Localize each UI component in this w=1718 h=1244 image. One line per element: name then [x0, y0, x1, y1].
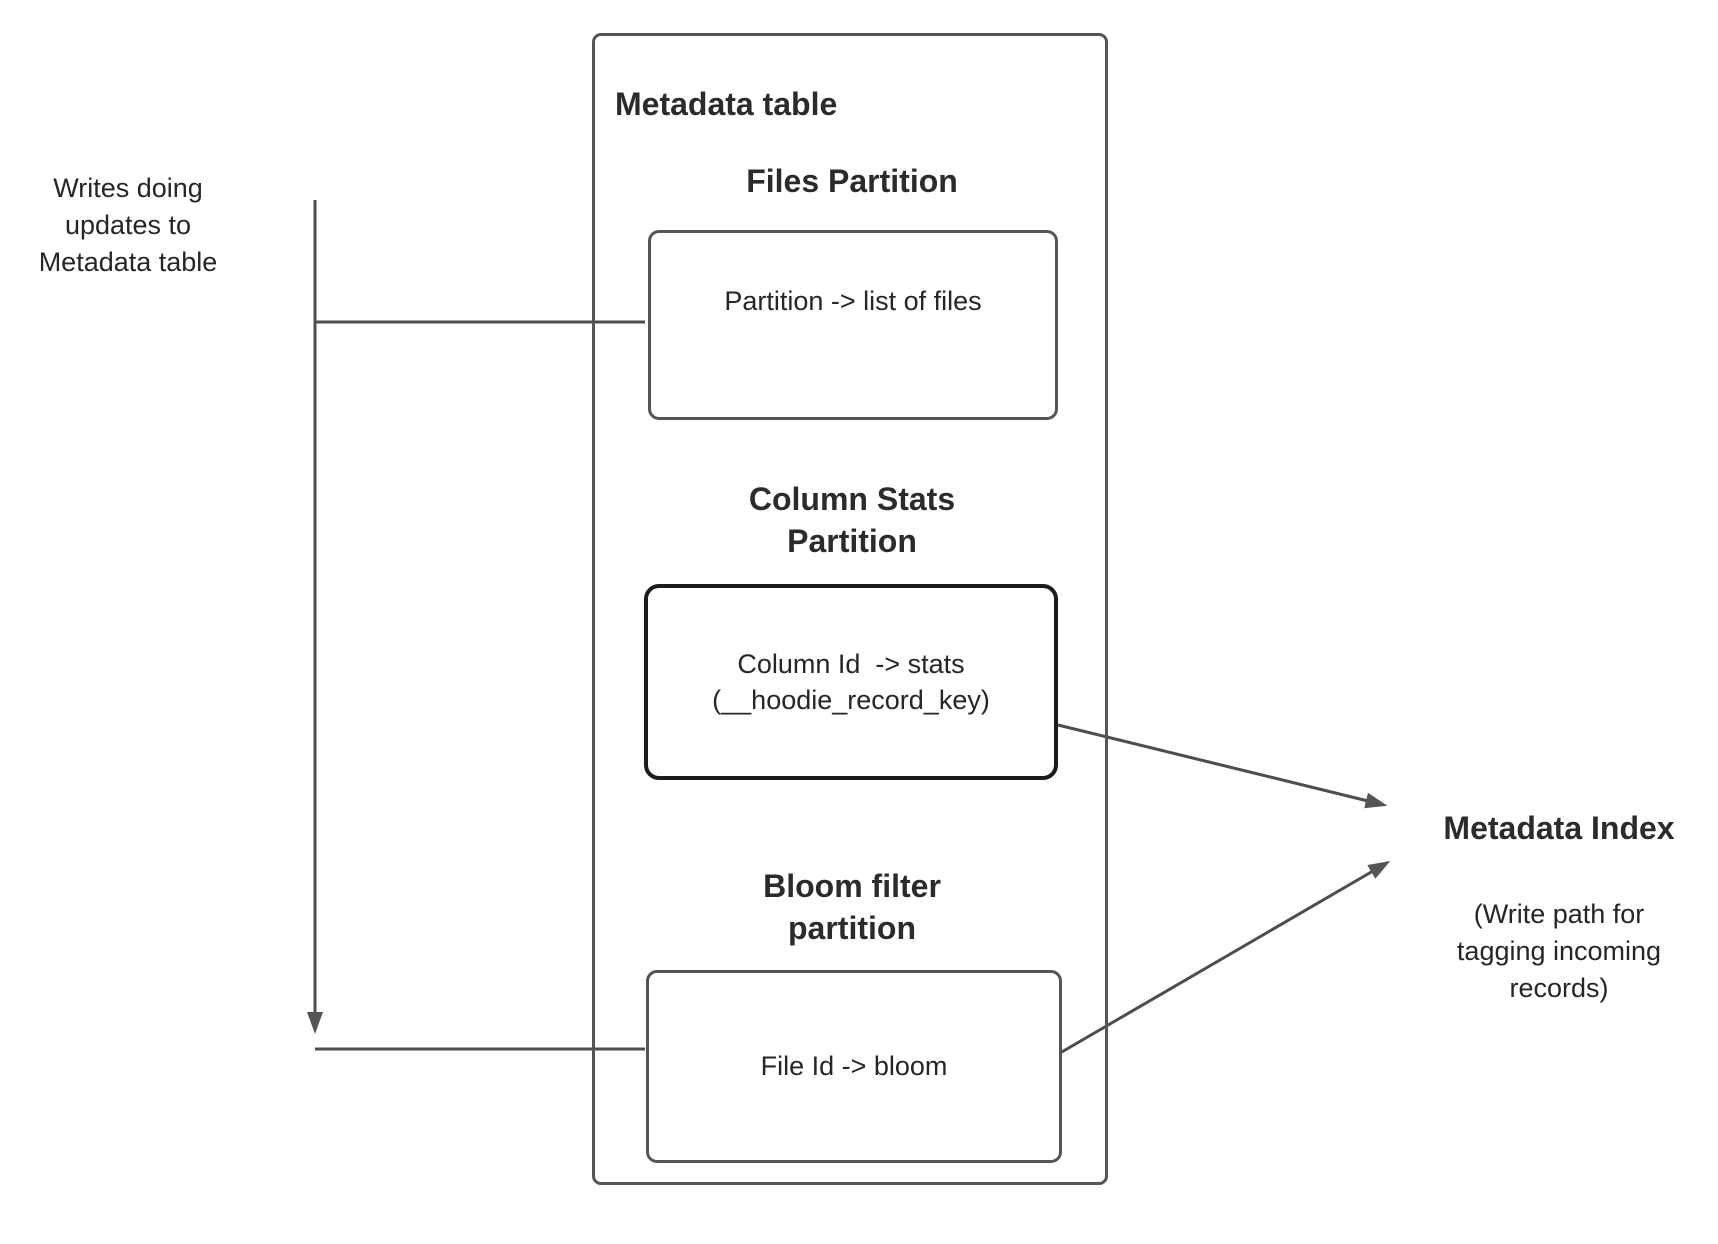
files-partition-heading: Files Partition	[746, 163, 958, 199]
column-stats-partition-heading: Column Stats Partition	[748, 481, 956, 559]
files-partition-content: Partition -> list of files	[724, 285, 982, 316]
metadata-index-subtitle: (Write path for tagging incoming records…	[1456, 899, 1662, 1003]
bloom-filter-partition-box: File Id -> bloom	[646, 970, 1062, 1163]
metadata-index-title: Metadata Index	[1443, 810, 1675, 846]
files-partition-box: Partition -> list of files	[648, 230, 1058, 420]
column-stats-partition-content: Column Id -> stats (__hoodie_record_key)	[712, 648, 990, 715]
bloom-filter-partition-content: File Id -> bloom	[760, 1051, 948, 1082]
metadata-table-title: Metadata table	[615, 86, 838, 122]
bloom-filter-partition-heading: Bloom filter partition	[763, 868, 941, 946]
metadata-table-container: Metadata table Files Partition Partition…	[592, 33, 1108, 1185]
writes-note: Writes doing updates to Metadata table	[38, 173, 218, 277]
column-stats-partition-box: Column Id -> stats (__hoodie_record_key)	[644, 584, 1058, 780]
